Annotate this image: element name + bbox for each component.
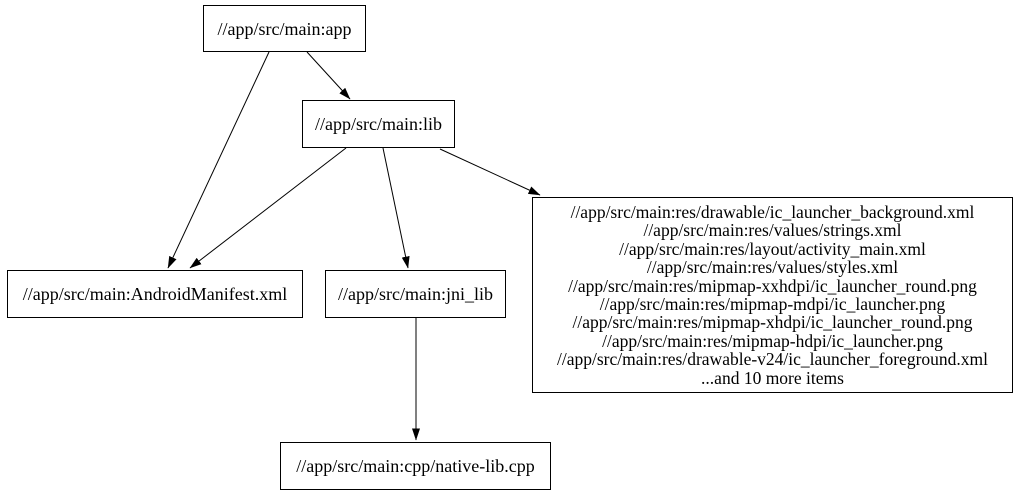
node-label: //app/src/main:app bbox=[217, 18, 352, 39]
graph-node-android-manifest: //app/src/main:AndroidManifest.xml bbox=[7, 270, 303, 318]
node-label-line: //app/src/main:res/mipmap-xhdpi/ic_launc… bbox=[572, 312, 973, 333]
graph-node-lib: //app/src/main:lib bbox=[302, 100, 455, 148]
node-label: //app/src/main:lib bbox=[315, 114, 442, 134]
graph-node-jni-lib: //app/src/main:jni_lib bbox=[325, 270, 506, 318]
node-label: //app/src/main:cpp/native-lib.cpp bbox=[296, 456, 535, 476]
edge-lib-to-res-group bbox=[439, 148, 541, 196]
node-label-line: //app/src/main:res/drawable/ic_launcher_… bbox=[570, 201, 975, 222]
node-label-line: //app/src/main:res/values/strings.xml bbox=[643, 220, 902, 241]
node-label-line: //app/src/main:res/mipmap-xxhdpi/ic_laun… bbox=[568, 275, 977, 296]
edge-lib-to-jni-lib bbox=[382, 147, 410, 269]
node-label-line: //app/src/main:res/mipmap-hdpi/ic_launch… bbox=[602, 330, 943, 351]
node-label-more-items: ...and 10 more items bbox=[701, 367, 844, 388]
node-label: //app/src/main:jni_lib bbox=[338, 284, 493, 304]
edge-app-to-manifest bbox=[167, 51, 270, 269]
graph-node-res-group: //app/src/main:res/drawable/ic_launcher_… bbox=[532, 197, 1013, 393]
node-label-line: //app/src/main:res/layout/activity_main.… bbox=[619, 238, 926, 259]
node-label-line: //app/src/main:res/drawable-v24/ic_launc… bbox=[556, 349, 989, 370]
edge-lib-to-manifest bbox=[189, 147, 347, 269]
graph-node-native-lib-cpp: //app/src/main:cpp/native-lib.cpp bbox=[280, 442, 551, 490]
graph-node-app: //app/src/main:app bbox=[203, 5, 366, 52]
node-label-line: //app/src/main:res/values/styles.xml bbox=[646, 257, 899, 278]
node-label-line: //app/src/main:res/mipmap-mdpi/ic_launch… bbox=[599, 294, 946, 314]
edge-app-to-lib bbox=[306, 51, 351, 100]
node-label: //app/src/main:AndroidManifest.xml bbox=[22, 284, 288, 304]
